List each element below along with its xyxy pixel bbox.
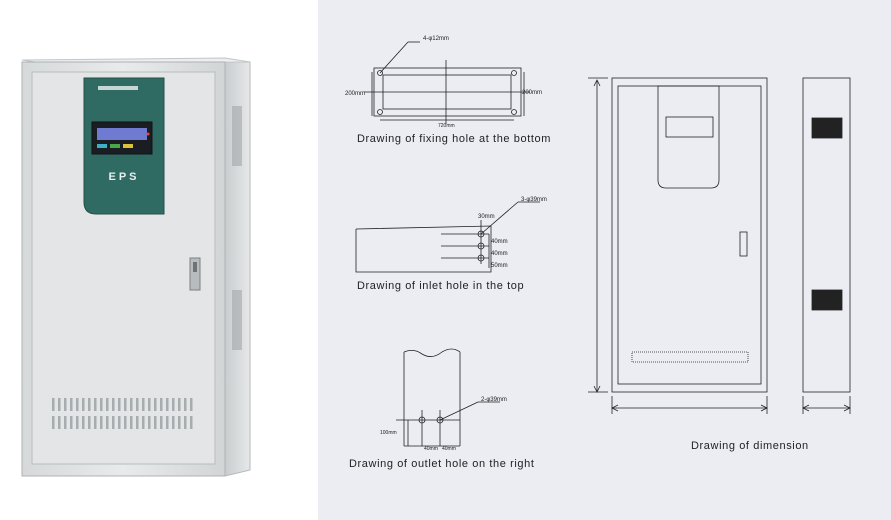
vent-slot [172, 416, 175, 429]
vent-slot [70, 398, 73, 411]
panel-eps-label: EPS [108, 171, 139, 183]
caption-outlet-hole-right: Drawing of outlet hole on the right [349, 458, 535, 470]
vent-slot [106, 416, 109, 429]
vent-slot [94, 398, 97, 411]
vent-slot [124, 416, 127, 429]
right-height: 100mm [380, 430, 397, 436]
vent-slot [130, 398, 133, 411]
vent-slot [112, 398, 115, 411]
bottom-depth-right: 200mm [522, 90, 542, 96]
dimension-front-view [588, 77, 768, 414]
vent-slot [100, 416, 103, 429]
vent-slot [82, 416, 85, 429]
right-spacing-2: 40mm [442, 446, 456, 452]
bottom-width: 720mm [438, 123, 455, 129]
top-spacing-2: 40mm [491, 251, 508, 257]
vent-slot [172, 398, 175, 411]
right-outlet-drawing: 2-φ39mm 100mm 40mm 40mm [380, 348, 507, 452]
vent-slot [64, 416, 67, 429]
vent-slot [94, 416, 97, 429]
vent-slot [166, 398, 169, 411]
vent-slot [100, 398, 103, 411]
vent-slot [184, 398, 187, 411]
vent-slot [58, 398, 61, 411]
technical-drawings: 4-φ12mm 200mm 200mm 720mm 30mm 3-φ39mm 4… [318, 0, 891, 520]
top-hole-spec: 3-φ39mm [521, 197, 547, 203]
vent-slot [136, 398, 139, 411]
caption-inlet-hole-top: Drawing of inlet hole in the top [357, 280, 525, 292]
vent-slot [148, 398, 151, 411]
top-offset: 30mm [478, 214, 495, 220]
vent-slot [88, 398, 91, 411]
vent-slot [160, 398, 163, 411]
vent-slot [160, 416, 163, 429]
product-photo: EPS [0, 0, 318, 520]
caption-dimension: Drawing of dimension [691, 440, 809, 452]
vent-slot [154, 416, 157, 429]
vent-slot [178, 416, 181, 429]
top-spacing-1: 40mm [491, 239, 508, 245]
bottom-hole-spec: 4-φ12mm [423, 36, 449, 42]
bottom-depth-left: 200mm [345, 91, 365, 97]
vent-slot [148, 416, 151, 429]
vent-slot [190, 398, 193, 411]
vent-slot [112, 416, 115, 429]
right-hole-spec: 2-φ39mm [481, 397, 507, 403]
drawings-canvas: 4-φ12mm 200mm 200mm 720mm 30mm 3-φ39mm 4… [345, 36, 851, 452]
vent-slot [136, 416, 139, 429]
vent-slot [106, 398, 109, 411]
vent-slot [82, 398, 85, 411]
vent-slot [142, 416, 145, 429]
vent-slot [70, 416, 73, 429]
bottom-fixing-drawing: 4-φ12mm 200mm 200mm 720mm [345, 36, 542, 129]
vent-slot [76, 416, 79, 429]
vent-slot [118, 416, 121, 429]
vent-slot [76, 398, 79, 411]
vent-slot [190, 416, 193, 429]
top-inlet-drawing: 30mm 3-φ39mm 40mm 40mm 50mm [355, 197, 547, 273]
vent-slot [88, 416, 91, 429]
vent-slot [118, 398, 121, 411]
vent-slot [166, 416, 169, 429]
vent-slot [124, 398, 127, 411]
eps-cabinet-illustration: EPS [21, 57, 251, 477]
dimension-side-view [802, 77, 851, 414]
vent-slot [178, 398, 181, 411]
vent-slot [184, 416, 187, 429]
vent-slot [52, 398, 55, 411]
vent-slot [58, 416, 61, 429]
right-spacing-1: 40mm [424, 446, 438, 452]
vent-slot [64, 398, 67, 411]
top-spacing-3: 50mm [491, 263, 508, 269]
caption-fixing-hole-bottom: Drawing of fixing hole at the bottom [357, 133, 552, 145]
vent-slot [130, 416, 133, 429]
vent-slot [52, 416, 55, 429]
vent-slot [154, 398, 157, 411]
vent-slot [142, 398, 145, 411]
